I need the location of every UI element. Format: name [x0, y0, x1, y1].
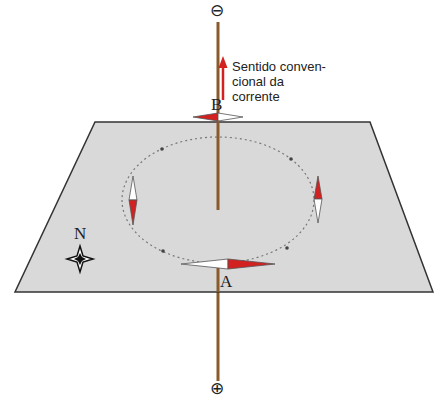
compass-rose: [67, 246, 93, 272]
wire: [217, 292, 220, 381]
north-label: N: [74, 224, 86, 244]
current-arrow: [222, 66, 225, 100]
point-label: A: [220, 272, 232, 292]
terminal-sign: ⊖: [210, 1, 224, 21]
plane: [15, 122, 433, 292]
compass-needle: [181, 259, 275, 269]
wire: [217, 268, 220, 292]
current-arrowhead: [219, 56, 228, 68]
compass-needle: [193, 113, 243, 121]
compass-needle: [129, 176, 137, 225]
field-dots: [160, 147, 293, 253]
terminal-sign: ⊕: [210, 379, 224, 399]
compass-needle: [314, 176, 322, 223]
point-label: B: [211, 95, 222, 115]
current-label: Sentido conven- cional da corrente: [232, 60, 332, 105]
